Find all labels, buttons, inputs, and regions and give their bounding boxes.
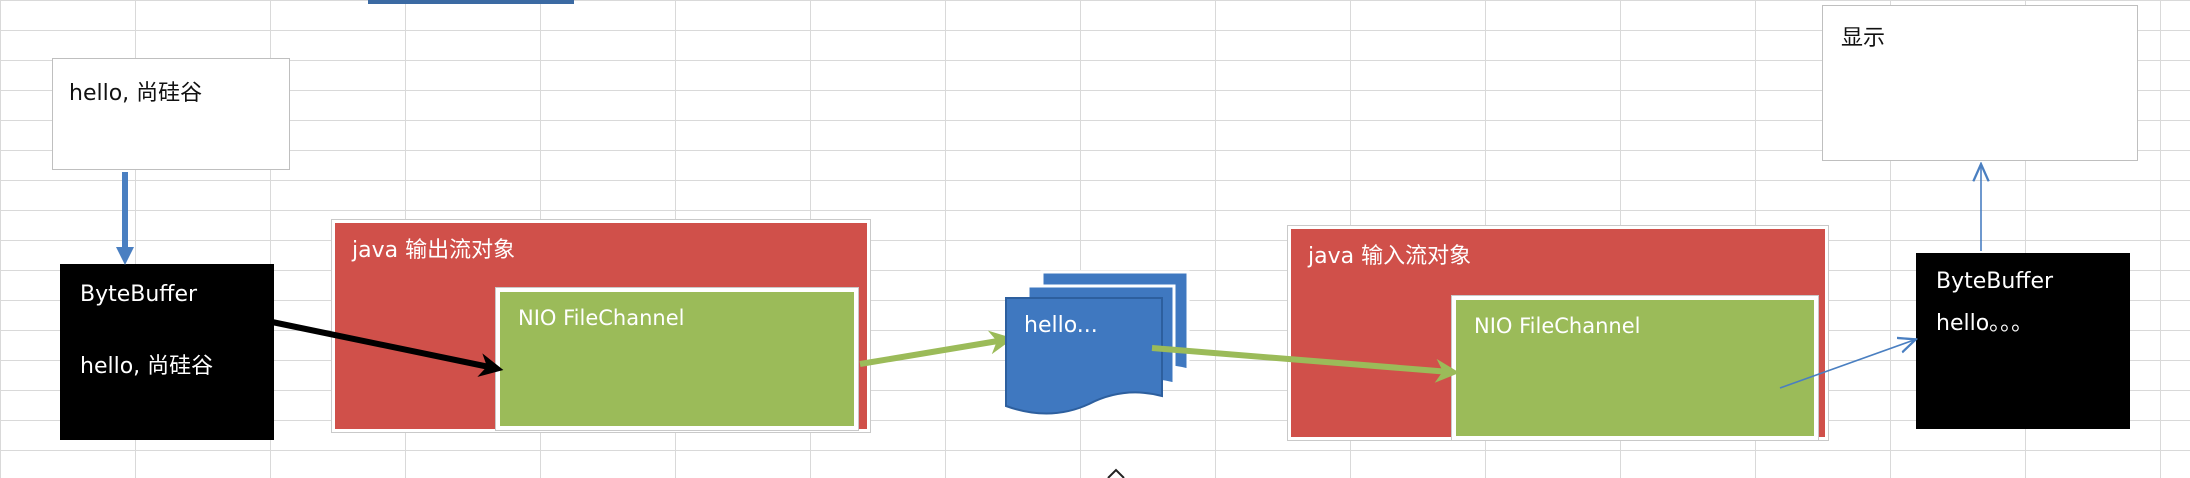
output-filechannel-label: NIO FileChannel: [518, 306, 685, 330]
arrow-buffer-to-output-channel: [271, 319, 504, 377]
display-box: 显示: [1822, 5, 2138, 161]
left-bytebuffer-content: hello, 尚硅谷: [80, 354, 214, 379]
output-stream-label: java 输出流对象: [352, 238, 516, 263]
right-bytebuffer-box: ByteBuffer hello。。。: [1916, 253, 2130, 429]
file-documents-label: hello...: [1024, 313, 1098, 338]
right-bytebuffer-title: ByteBuffer: [1936, 269, 2054, 294]
left-bytebuffer-title: ByteBuffer: [80, 282, 198, 307]
right-bytebuffer-content: hello。。。: [1936, 311, 2034, 336]
top-edge-bar: [368, 0, 574, 4]
input-stream-label: java 输入流对象: [1308, 244, 1472, 269]
source-text-box: hello, 尚硅谷: [52, 58, 290, 170]
source-text: hello, 尚硅谷: [69, 81, 203, 106]
arrow-output-channel-to-file: [859, 330, 1014, 367]
output-filechannel-box: NIO FileChannel: [496, 288, 858, 430]
file-documents-icon: [1005, 270, 1190, 415]
arrow-input-channel-to-buffer: [1779, 340, 1914, 389]
arrow-file-to-input-channel: [1151, 345, 1460, 383]
input-filechannel-label: NIO FileChannel: [1474, 314, 1641, 338]
input-filechannel-box: NIO FileChannel: [1452, 296, 1818, 440]
left-bytebuffer-box: ByteBuffer hello, 尚硅谷: [60, 264, 274, 440]
cursor-mark: [1107, 468, 1125, 478]
display-text: 显示: [1841, 26, 1886, 51]
